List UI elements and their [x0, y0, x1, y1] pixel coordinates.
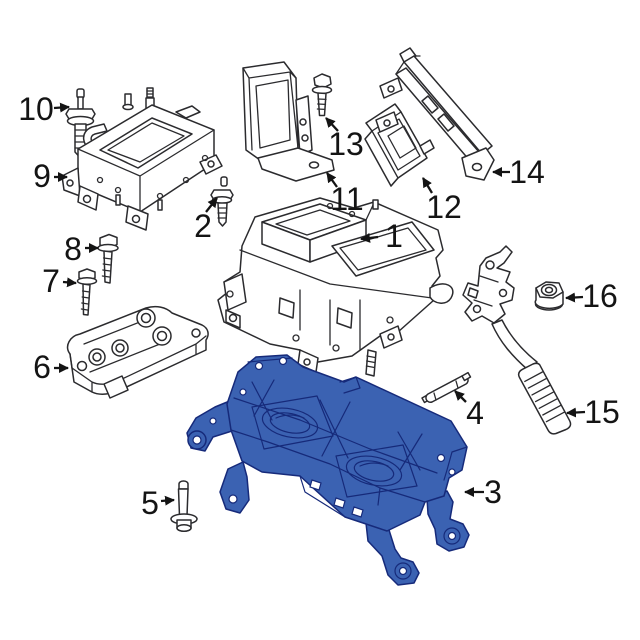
callout-3: 3: [464, 474, 502, 510]
callout-13-label: 13: [328, 126, 364, 162]
callout-6-label: 6: [33, 349, 51, 385]
part-1-inverter-assembly: [217, 197, 454, 377]
part-9-power-inverter-module: [61, 87, 223, 231]
part-14-mounting-bracket: [375, 47, 495, 181]
callout-5: 5: [141, 485, 175, 521]
part-6-mounting-bracket: [66, 305, 209, 399]
callout-1: 1: [360, 218, 403, 254]
callout-12-label: 12: [426, 189, 462, 225]
callout-3-label: 3: [484, 474, 502, 510]
callout-6: 6: [33, 349, 69, 385]
part-12-control-module: [364, 103, 435, 187]
callout-7-label: 7: [42, 263, 60, 299]
part-3-support-bracket-highlighted: [186, 354, 470, 586]
part-5-shoulder-screw: [170, 480, 198, 532]
callout-4: 4: [454, 390, 484, 431]
part-8-flange-bolt: [97, 233, 119, 284]
part-13-flange-bolt: [311, 73, 333, 117]
callout-11-label: 11: [330, 181, 363, 217]
callout-1-label: 1: [385, 218, 403, 254]
callout-7: 7: [42, 263, 77, 299]
callout-8-label: 8: [64, 231, 82, 267]
callout-9: 9: [33, 158, 68, 194]
part-11-control-module: [242, 61, 335, 182]
callout-2: 2: [194, 197, 218, 244]
callout-12: 12: [422, 177, 462, 225]
callout-14-label: 14: [509, 154, 545, 190]
callout-16: 16: [565, 278, 618, 314]
part-4-dowel-pin: [421, 371, 472, 404]
callout-15: 15: [566, 394, 620, 430]
callout-2-label: 2: [194, 208, 212, 244]
part-15-accelerator-pedal: [462, 245, 572, 435]
callout-10: 10: [18, 91, 70, 127]
callout-8: 8: [64, 231, 99, 267]
callout-10-label: 10: [18, 91, 54, 127]
callout-14: 14: [492, 154, 545, 190]
callout-5-label: 5: [141, 485, 159, 521]
callout-13: 13: [325, 117, 364, 162]
callout-16-label: 16: [582, 278, 618, 314]
callout-11: 11: [326, 172, 364, 217]
part-16-flange-nut: [534, 281, 564, 311]
callout-15-label: 15: [584, 394, 620, 430]
callout-9-label: 9: [33, 158, 51, 194]
part-7-flange-bolt: [76, 268, 98, 316]
callout-4-label: 4: [466, 395, 484, 431]
